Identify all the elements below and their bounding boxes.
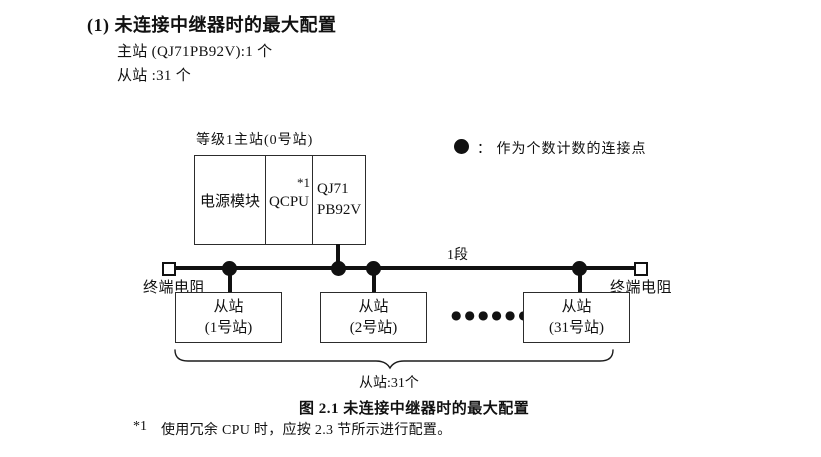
pb92v-cell: QJ71 PB92V bbox=[313, 156, 365, 244]
connection-dot-icon bbox=[454, 139, 469, 154]
section-heading: (1) 未连接中继器时的最大配置 bbox=[87, 15, 337, 35]
figure-caption: 图 2.1 未连接中继器时的最大配置 bbox=[299, 401, 530, 417]
connection-dot-icon bbox=[222, 261, 237, 276]
slave-station-number: (31号站) bbox=[549, 319, 604, 336]
power-module-cell: 电源模块 bbox=[195, 156, 266, 244]
footnote-marker: *1 bbox=[133, 419, 147, 434]
slave-station-box-31: 从站 (31号站) bbox=[523, 292, 630, 343]
pb92v-label-line2: PB92V bbox=[317, 202, 362, 218]
slave1-tap-line bbox=[228, 268, 232, 293]
slave-station-number: (1号站) bbox=[204, 319, 253, 336]
master-station-label: 等级1主站(0号站) bbox=[196, 133, 314, 148]
power-module-label: 电源模块 bbox=[199, 193, 260, 210]
slave31-tap-line bbox=[578, 268, 582, 293]
master-station-box: 电源模块 *1 QCPU QJ71 PB92V bbox=[194, 155, 366, 245]
connection-dot-icon bbox=[572, 261, 587, 276]
qcpu-footnote-ref: *1 bbox=[297, 175, 310, 190]
ellipsis-dots: ●●●●●● bbox=[451, 308, 532, 322]
segment-label: 1段 bbox=[447, 248, 468, 263]
footnote-text: 使用冗余 CPU 时，应按 2.3 节所示进行配置。 bbox=[161, 423, 452, 438]
bus-segment-line bbox=[172, 266, 637, 270]
slave-station-box-1: 从站 (1号站) bbox=[175, 292, 282, 343]
slave-station-number: (2号站) bbox=[349, 319, 398, 336]
connection-dot-icon bbox=[331, 261, 346, 276]
connection-dot-icon bbox=[366, 261, 381, 276]
slave-name: 从站 bbox=[561, 298, 592, 315]
terminator-square-left-icon bbox=[162, 262, 176, 276]
slave-name: 从站 bbox=[213, 298, 244, 315]
slave-total-label: 从站:31个 bbox=[359, 376, 419, 391]
terminator-square-right-icon bbox=[634, 262, 648, 276]
qcpu-label: QCPU bbox=[269, 194, 310, 210]
pb92v-label-line1: QJ71 bbox=[317, 181, 349, 197]
master-drop-line bbox=[336, 244, 340, 267]
qcpu-cell: *1 QCPU bbox=[266, 156, 313, 244]
slave2-tap-line bbox=[372, 268, 376, 293]
legend-label: ： 作为个数计数的连接点 bbox=[477, 142, 647, 157]
slaves-brace bbox=[174, 349, 614, 370]
slave-name: 从站 bbox=[358, 298, 389, 315]
slave-count-line: 从站 :31 个 bbox=[117, 68, 192, 84]
slave-station-box-2: 从站 (2号站) bbox=[320, 292, 427, 343]
master-count-line: 主站 (QJ71PB92V):1 个 bbox=[117, 44, 273, 60]
